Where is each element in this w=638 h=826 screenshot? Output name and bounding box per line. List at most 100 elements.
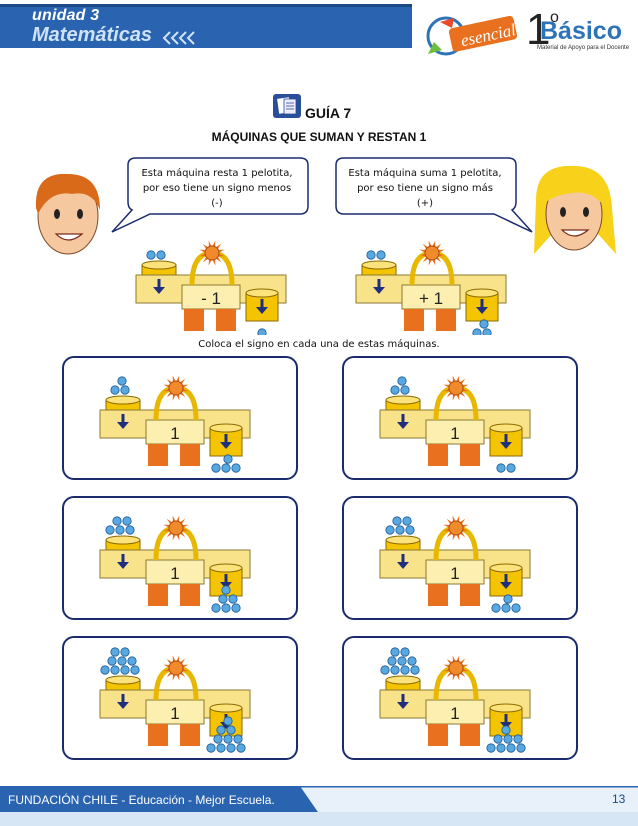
down-arrow-head: [397, 422, 409, 429]
down-arrow-icon: [504, 434, 508, 443]
output-ball: [486, 743, 496, 753]
exercise-panel: 1: [62, 356, 298, 480]
down-arrow-head: [220, 442, 232, 449]
output-ball: [206, 743, 216, 753]
guide-document-icon: [273, 94, 301, 118]
input-ball: [130, 665, 140, 675]
machine-leg: [180, 444, 200, 466]
exercise-panel: 1: [62, 496, 298, 620]
output-ball: [211, 603, 221, 613]
output-ball: [233, 734, 243, 744]
sun-icon: [443, 655, 469, 681]
output-ball: [211, 463, 221, 473]
down-arrow-icon: [121, 414, 125, 423]
exercise-panel: 1: [62, 636, 298, 760]
grade-number: 1: [526, 5, 550, 54]
exercise-machine: 1: [99, 375, 251, 473]
output-ball: [496, 463, 506, 473]
output-ball: [223, 716, 233, 726]
input-ball: [390, 385, 400, 395]
unit-label: unidad 3: [32, 7, 100, 24]
output-ball: [236, 743, 246, 753]
down-arrow-icon: [504, 714, 508, 723]
input-ball: [397, 376, 407, 386]
input-ball: [107, 656, 117, 666]
exercise-machine: 1: [379, 647, 531, 753]
sun-icon: [199, 240, 225, 266]
output-ball: [496, 743, 506, 753]
down-arrow-icon: [504, 574, 508, 583]
bubble-left-line: Esta máquina resta 1 pelotita,: [141, 168, 293, 179]
basico-logo: 1 o: [526, 5, 559, 54]
output-ball: [226, 725, 236, 735]
sun-center: [168, 380, 184, 396]
sun-center: [204, 245, 220, 261]
grade-ordinal: o: [550, 9, 559, 26]
machine: 1: [99, 375, 251, 473]
input-bucket-rim: [141, 260, 177, 270]
down-arrow-head: [256, 307, 268, 314]
input-ball: [110, 647, 120, 657]
output-ball: [491, 603, 501, 613]
machine: 1: [99, 647, 251, 753]
machine-label: 1: [450, 564, 459, 583]
output-bucket: [489, 427, 523, 457]
sun-center: [448, 380, 464, 396]
machine: 1: [379, 375, 531, 473]
speech-bubble-left: [111, 157, 309, 233]
machine-leg: [436, 309, 456, 331]
output-bucket-rim: [209, 703, 243, 713]
sun-icon: [163, 655, 189, 681]
output-ball: [223, 734, 233, 744]
down-arrow-icon: [121, 554, 125, 563]
input-ball: [390, 647, 400, 657]
down-arrow-icon: [260, 299, 264, 308]
instruction-text: Coloca el signo en cada una de estas máq…: [198, 339, 440, 350]
input-ball: [400, 665, 410, 675]
bubble-right-line: (+): [416, 198, 434, 209]
down-arrow-head: [397, 702, 409, 709]
machine-label: - 1: [201, 289, 221, 308]
output-ball: [503, 594, 513, 604]
output-ball: [472, 328, 482, 335]
output-ball: [216, 743, 226, 753]
output-ball: [501, 725, 511, 735]
down-arrow-icon: [480, 299, 484, 308]
machine-label: + 1: [419, 289, 443, 308]
machine: - 1: [135, 240, 287, 335]
exercise-panel: 1: [342, 356, 578, 480]
sun-center: [448, 660, 464, 676]
output-ball: [221, 585, 231, 595]
output-ball: [482, 328, 492, 335]
output-ball: [218, 594, 228, 604]
input-bucket-rim: [105, 535, 141, 545]
bubble-left-text: Esta máquina resta 1 pelotita, por eso t…: [128, 166, 306, 211]
machine: 1: [99, 515, 251, 613]
input-ball: [407, 656, 417, 666]
input-ball: [115, 525, 125, 535]
down-arrow-head: [153, 287, 165, 294]
esencial-logo-text: esencial: [459, 20, 518, 50]
input-ball: [380, 665, 390, 675]
machine-display: [145, 559, 205, 585]
output-ball: [213, 734, 223, 744]
output-ball: [223, 454, 233, 464]
input-ball: [400, 385, 410, 395]
down-arrow-head: [397, 562, 409, 569]
bubble-right-line: Esta máquina suma 1 pelotita,: [348, 168, 502, 179]
output-ball: [506, 463, 516, 473]
machine-display: [181, 284, 241, 310]
input-ball: [387, 656, 397, 666]
down-arrow-icon: [377, 279, 381, 288]
input-ball: [120, 665, 130, 675]
machine-leg: [180, 584, 200, 606]
down-arrow-head: [117, 702, 129, 709]
machine-display: [145, 419, 205, 445]
machine-display: [145, 699, 205, 725]
speech-bubble-right: [335, 157, 533, 233]
guide-title: GUÍA 7: [305, 105, 352, 121]
machine-leg: [428, 724, 448, 746]
input-ball: [122, 516, 132, 526]
output-bucket-rim: [245, 288, 279, 298]
down-arrow-icon: [224, 574, 228, 583]
